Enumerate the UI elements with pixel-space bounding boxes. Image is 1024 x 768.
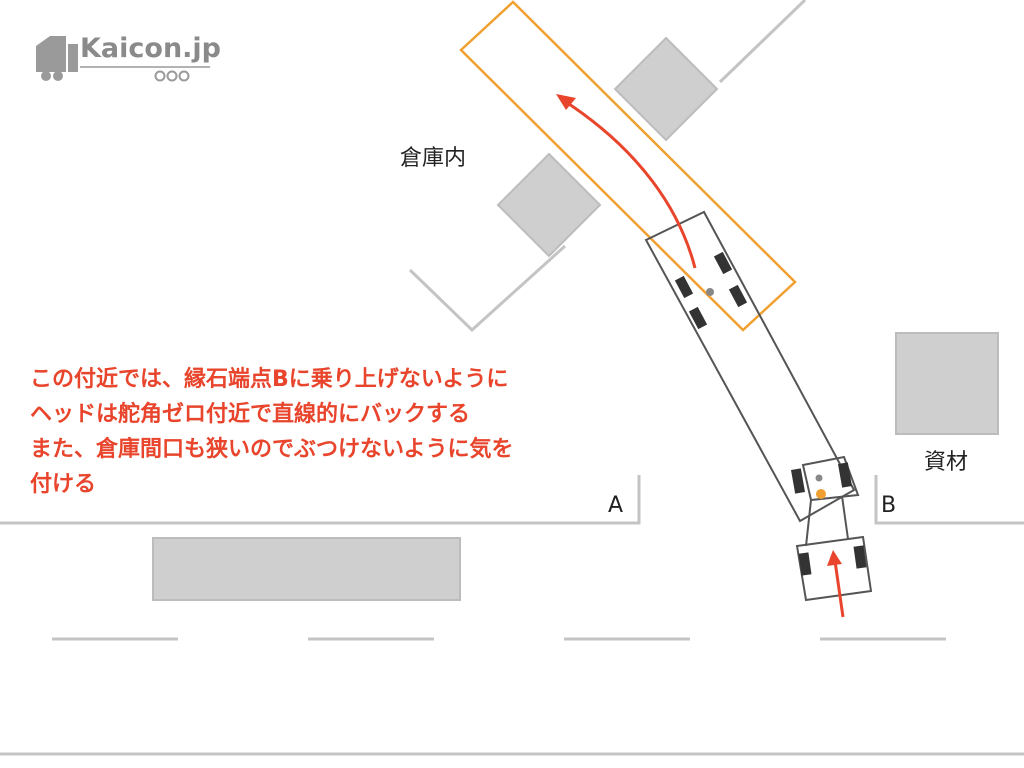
- parking-guide-outline: [459, 0, 797, 332]
- tire: [728, 284, 748, 308]
- tractor-direction-arrow: [833, 560, 845, 618]
- curb-line-a: [0, 475, 641, 525]
- tire: [853, 545, 867, 569]
- warehouse-label: 倉庫内: [400, 146, 466, 171]
- tire: [798, 552, 812, 576]
- tire: [790, 468, 806, 494]
- instruction-note: この付近では、縁石端点Bに乗り上げないように ヘッドは舵角ゼロ付近で直線的にバッ…: [30, 362, 650, 502]
- tire: [837, 462, 853, 488]
- note-line: ヘッドは舵角ゼロ付近で直線的にバックする: [30, 402, 471, 427]
- materials-label: 資材: [924, 450, 968, 475]
- trailer-axle-marker: [706, 288, 714, 296]
- tractor-rear-frame: [801, 455, 860, 502]
- note-line: 付ける: [30, 472, 97, 497]
- truck-logo-icon: [36, 36, 78, 81]
- coupling-line: [805, 499, 812, 547]
- note-line: この付近では、縁石端点Bに乗り上げないように: [30, 367, 509, 392]
- kingpin-marker: [816, 489, 826, 499]
- warehouse-wall-left: [408, 244, 567, 333]
- point-a-label: A: [608, 493, 623, 518]
- arrowhead-icon: [556, 94, 576, 110]
- arrowhead-icon: [827, 550, 842, 566]
- materials-block: [895, 332, 999, 435]
- tire: [674, 275, 694, 299]
- logo-wheels-icon: [154, 70, 190, 82]
- tire: [688, 306, 708, 330]
- warehouse-wall-right: [718, 0, 807, 84]
- note-line: また、倉庫間口も狭いのでぶつけないように気を: [30, 437, 514, 462]
- tractor-cab-outline: [795, 535, 873, 602]
- fifth-wheel-marker: [815, 474, 823, 482]
- backing-path-arrow: [562, 98, 697, 269]
- trailer-tires: [674, 251, 748, 330]
- point-b-label: B: [881, 493, 896, 518]
- warehouse-pillar: [496, 152, 602, 258]
- kaicon-logo: Kaicon.jp: [36, 33, 221, 82]
- curb-line-b: [874, 475, 1024, 525]
- warehouse-pillar: [613, 36, 719, 142]
- parked-vehicle-block: [152, 537, 461, 601]
- logo-text: Kaicon.jp: [80, 33, 221, 64]
- trailer-outline: [644, 210, 856, 523]
- coupling-line: [841, 495, 849, 540]
- tire: [713, 251, 733, 275]
